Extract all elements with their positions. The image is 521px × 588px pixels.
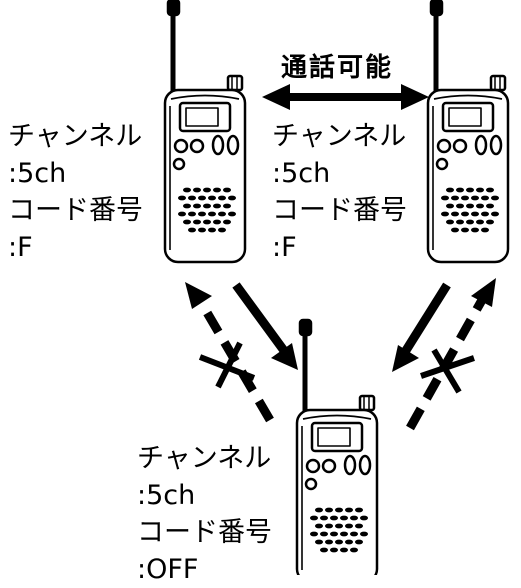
- radio-a-icon: [165, 0, 245, 262]
- cross-mark-icon: [431, 348, 462, 394]
- radio-b-icon: [428, 0, 508, 262]
- arrow-b-to-c-icon: [392, 282, 451, 372]
- radio-c-icon: [297, 320, 377, 575]
- double-arrow-icon: [262, 84, 429, 110]
- cross-mark-icon: [215, 341, 243, 389]
- code-label: コード番号: [137, 517, 272, 548]
- radio-c-settings: チャンネル :5ch コード番号 :OFF: [137, 440, 272, 588]
- arrow-a-to-c-icon: [232, 282, 298, 370]
- code-label: コード番号: [8, 195, 143, 226]
- code-value: :F: [8, 232, 33, 263]
- channel-value: :5ch: [8, 158, 67, 189]
- blocked-arrow-c-to-a-icon: [185, 282, 274, 423]
- radio-b-settings: チャンネル :5ch コード番号 :F: [272, 118, 407, 266]
- channel-label: チャンネル: [137, 443, 272, 474]
- communication-label: 通話可能: [281, 53, 394, 83]
- channel-value: :5ch: [137, 480, 196, 511]
- channel-label: チャンネル: [8, 121, 143, 152]
- diagram-canvas: [0, 0, 521, 575]
- code-value: :F: [272, 232, 297, 263]
- code-value: :OFF: [137, 554, 199, 585]
- blocked-arrow-c-to-b-icon: [406, 278, 496, 431]
- channel-label: チャンネル: [272, 121, 407, 152]
- code-label: コード番号: [272, 195, 407, 226]
- channel-value: :5ch: [272, 158, 331, 189]
- radio-a-settings: チャンネル :5ch コード番号 :F: [8, 118, 143, 266]
